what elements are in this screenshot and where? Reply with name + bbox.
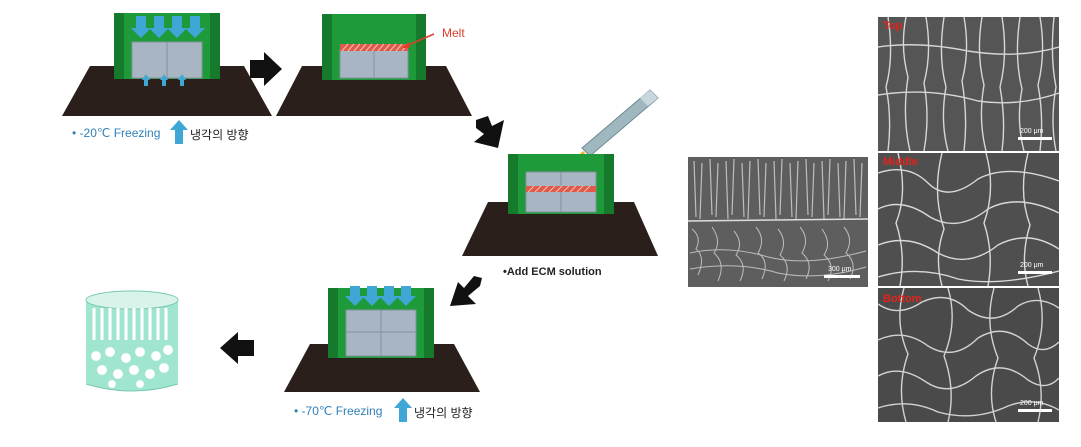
- step2-mold-illustration: [276, 14, 472, 116]
- step1-mold-shade-right: [210, 13, 220, 79]
- sem-middle-scale-label: 200 μm: [1020, 262, 1044, 269]
- cross-section-scale-bar: [824, 275, 860, 278]
- down-arrow-icon: [345, 286, 416, 306]
- step3-mold-illustration: [462, 89, 659, 256]
- step4-direction-label: 냉각의 방향: [414, 406, 473, 420]
- sem-middle-label: Middle: [883, 156, 918, 168]
- step1-direction-arrow-icon: [170, 120, 188, 144]
- sem-top-scale-label: 200 μm: [1020, 128, 1044, 135]
- sem-middle-scale-bar: [1018, 271, 1052, 274]
- pipette-icon: [574, 89, 659, 162]
- step4-temperature-label: • -70℃ Freezing: [294, 404, 383, 418]
- process-arrow-icon: [474, 116, 504, 148]
- sem-bottom-image: Bottom 200 μm: [878, 288, 1059, 422]
- step4-direction-arrow-icon: [394, 398, 412, 422]
- step4-mold-illustration: [284, 286, 480, 392]
- sem-bottom-label: Bottom: [883, 293, 922, 305]
- step2-melt-layer: [340, 44, 408, 51]
- step1-mold-illustration: [62, 13, 272, 116]
- step3-base-platform: [462, 202, 658, 256]
- process-arrow-icon: [450, 276, 482, 306]
- step1-temperature-label: • -20℃ Freezing: [72, 126, 161, 140]
- sem-cross-section-image: 300 μm: [688, 157, 868, 287]
- cross-section-scale-label: 300 μm: [828, 266, 852, 273]
- step3-ecm-layer: [526, 186, 596, 192]
- sem-top-image: Top 200 μm: [878, 17, 1059, 151]
- step1-mold-shade: [114, 13, 124, 79]
- sem-top-scale-bar: [1018, 137, 1052, 140]
- down-arrow-icon: [131, 16, 205, 38]
- sem-top-label: Top: [883, 20, 903, 32]
- step3-label: •Add ECM solution: [503, 266, 602, 278]
- step1-direction-label: 냉각의 방향: [190, 128, 249, 142]
- melt-pointer-line: [405, 33, 435, 47]
- result-scaffold-illustration: [85, 290, 179, 392]
- melt-annotation: Melt: [442, 26, 465, 40]
- sem-bottom-scale-bar: [1018, 409, 1052, 412]
- process-arrow-icon: [220, 332, 254, 364]
- sem-middle-image: Middle 200 μm: [878, 153, 1059, 286]
- process-arrow-icon: [250, 52, 282, 86]
- sem-bottom-scale-label: 200 μm: [1020, 400, 1044, 407]
- up-arrow-icon: [142, 74, 186, 86]
